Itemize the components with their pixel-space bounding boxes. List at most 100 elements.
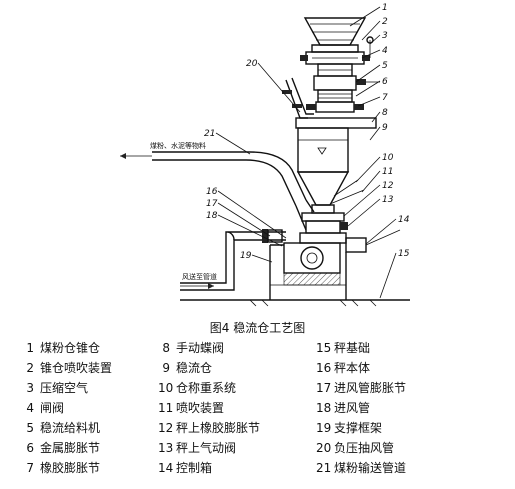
callout-leader [349,6,381,27]
legend-number: 9 [162,361,170,375]
control-box [345,229,401,253]
callout-number: 18 [206,211,218,221]
cone-blowing-device [300,51,370,65]
legend-text: 秤本体 [334,361,371,375]
callout-leader [365,218,397,245]
callout-number: 2 [382,17,388,27]
callout-number: 7 [382,93,388,103]
callout-leader [361,20,381,41]
callout-number: 8 [382,108,388,118]
callout-number: 6 [382,77,388,87]
legend-item: 2 锥仓喷吹装置 [22,359,112,376]
coal-delivery-pipe [152,151,315,231]
legend-number: 1 [26,341,34,355]
callout-number: 12 [382,181,394,191]
legend-text: 橡胶膨胀节 [40,461,101,475]
callout-number: 14 [398,215,410,225]
callout-leader [361,49,381,59]
callout-number: 19 [240,251,252,261]
legend-number: 13 [158,441,174,455]
callout-leader [217,214,283,247]
legend-text: 进风管 [334,401,371,415]
callout-leader [361,170,381,193]
legend-text: 进风管膨胀节 [334,381,407,395]
callout-leader [343,184,381,217]
legend-number: 15 [316,341,332,355]
legend-text: 手动蝶阀 [176,341,225,355]
legend-number: 2 [26,361,34,375]
legend-text: 秤上气动阀 [176,441,237,455]
callout-leader [357,96,381,107]
legend-text: 负压抽风管 [334,441,395,455]
legend-item: 5 稳流给料机 [22,419,100,436]
callout-leader [217,202,271,237]
legend-text: 煤粉仓锥仓 [40,341,101,355]
callout-leader [257,62,301,113]
callout-number: 17 [206,199,218,209]
legend-text: 金属膨胀节 [40,441,101,455]
legend-text: 压缩空气 [40,381,89,395]
callout-leader [215,132,251,155]
callout-number: 10 [382,153,394,163]
callout-number: 5 [382,61,388,71]
legend-text: 秤基础 [334,341,371,355]
legend-text: 仓称重系统 [176,381,237,395]
legend-text: 稳流给料机 [40,421,101,435]
valve-stack [306,63,366,113]
callout-leader [369,126,381,141]
callout-leader [355,156,381,183]
legend-item: 4 闸阀 [22,399,64,416]
legend-text: 闸阀 [40,401,65,415]
legend-number: 4 [26,401,34,415]
coal-bin-cone [303,17,367,53]
left-top-arrow-label: 煤粉、水泥等物料 [150,141,206,150]
legend-item: 1 煤粉仓锥仓 [22,339,100,356]
legend-text: 支撑框架 [334,421,383,435]
callout-leader [379,252,397,299]
callout-leader [355,64,381,83]
callout-number: 9 [382,123,388,133]
callout-number: 21 [204,129,215,139]
scale-valves [299,212,348,244]
process-diagram: 煤粉、水泥等物料 风送至管道 1234567891011121314151617… [120,3,410,307]
callout-number: 16 [206,187,218,197]
legend-number: 12 [158,421,174,435]
scale-body [283,242,341,286]
figure-caption: 图4 稳流仓工艺图 [209,321,306,335]
legend-number: 5 [26,421,34,435]
callout-leader [369,34,381,45]
callout-number: 3 [382,31,388,41]
callout-leader [371,111,381,123]
left-bottom-arrow-label: 风送至管道 [182,272,217,281]
legend-text: 锥仓喷吹装置 [40,361,113,375]
legend-text: 煤粉输送管道 [334,461,407,475]
negative-pressure-duct [282,77,314,119]
bin-blowing-device [329,179,365,205]
legend-number: 8 [162,341,170,355]
legend-text: 控制箱 [176,461,213,475]
legend-number: 10 [158,381,174,395]
legend-number: 16 [316,361,332,375]
legend-number: 14 [158,461,174,475]
legend-text: 喷吹装置 [176,401,225,415]
legend-item: 8 手动蝶阀 [158,339,224,356]
callout-number: 4 [382,46,388,56]
callout-number: 1 [382,3,388,13]
legend-number: 21 [316,461,332,475]
